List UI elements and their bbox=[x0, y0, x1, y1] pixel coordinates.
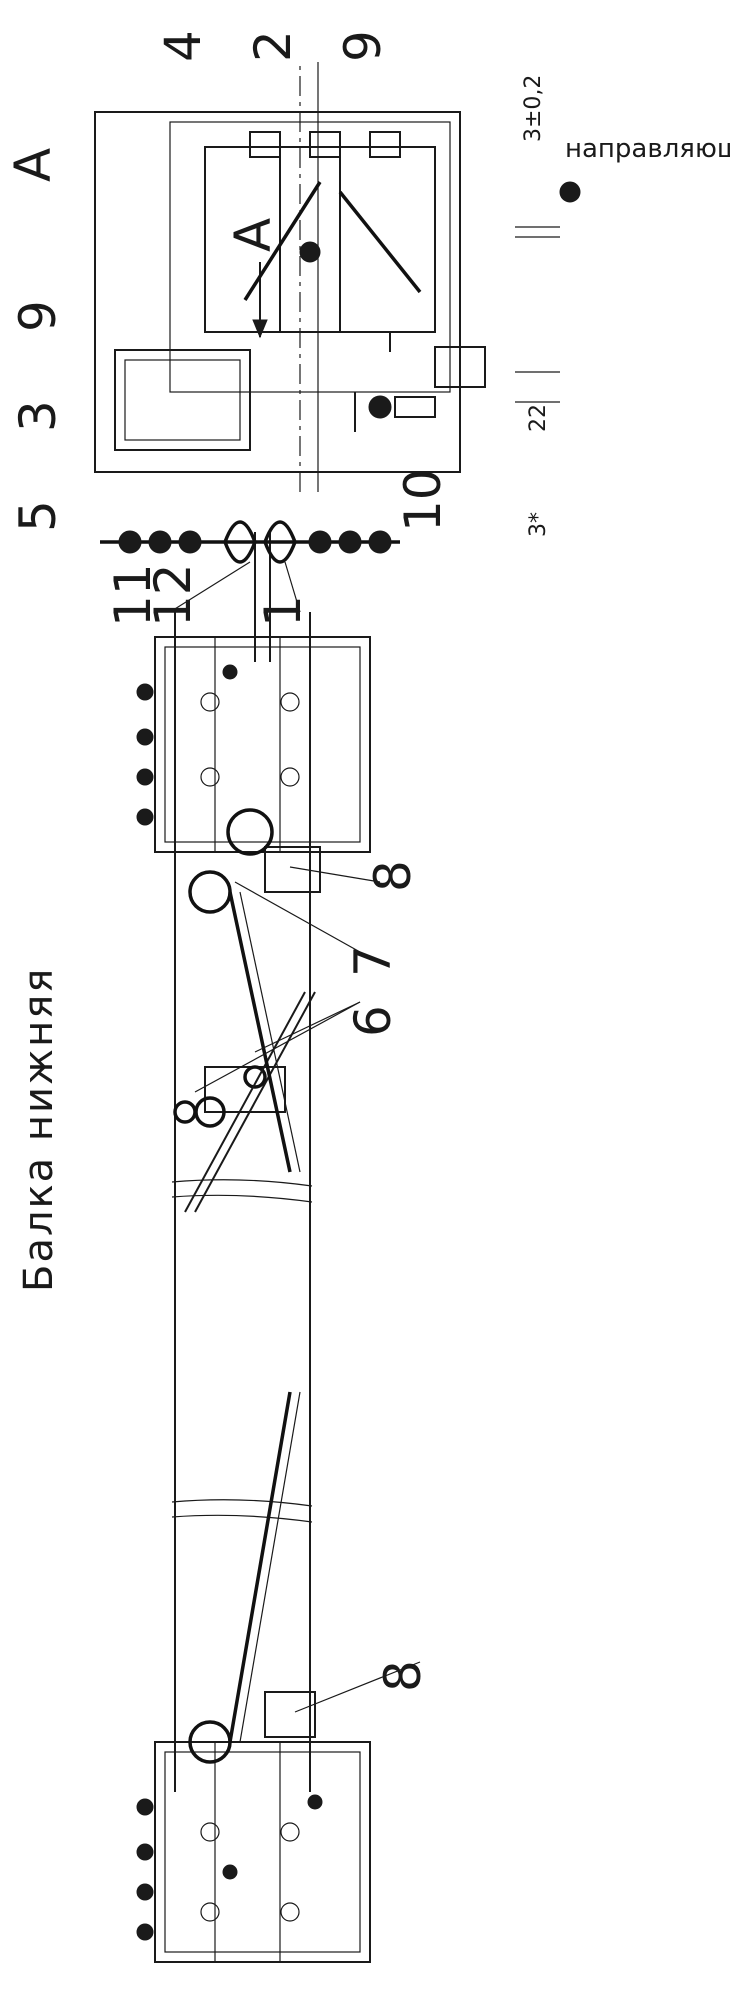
section-label-a: A bbox=[4, 148, 62, 182]
callout-9-left: 9 bbox=[9, 300, 67, 332]
callout-7: 7 bbox=[344, 945, 402, 977]
hole-icon bbox=[200, 1822, 220, 1842]
callout-5: 5 bbox=[9, 500, 67, 532]
dim-3-0-2: 3±0,2 bbox=[521, 75, 546, 142]
hole-icon bbox=[200, 692, 220, 712]
callout-1: 1 bbox=[254, 595, 312, 627]
spring-assembly bbox=[173, 991, 316, 1213]
callout-10: 10 bbox=[394, 468, 452, 532]
callout-6: 6 bbox=[344, 1005, 402, 1037]
bolt-row-right bbox=[136, 683, 154, 826]
hole-icon bbox=[280, 692, 300, 712]
callout-8-left: 8 bbox=[374, 1660, 432, 1692]
section-view-a bbox=[94, 62, 581, 492]
screw-10-icon bbox=[368, 395, 392, 419]
thimble-lower-icon bbox=[263, 520, 297, 564]
hole-icon bbox=[200, 1902, 220, 1922]
callout-9-right: 9 bbox=[334, 30, 392, 62]
dim-3-star: 3* bbox=[526, 512, 551, 537]
leader-lines bbox=[169, 561, 421, 1713]
dimensions: 22 3* 3±0,2 bbox=[515, 75, 560, 537]
screw-9-top-icon bbox=[559, 181, 581, 203]
lower-beam-view bbox=[136, 532, 371, 1963]
callout-11: 11 bbox=[104, 563, 162, 627]
callout-12: 12 bbox=[144, 563, 202, 627]
hole-icon bbox=[200, 767, 220, 787]
callouts: A направляющая 4 2 9 3 9 5 10 11 12 1 6 … bbox=[4, 30, 730, 1692]
drawing-title: Балка нижняя bbox=[16, 967, 62, 1292]
callout-8-right: 8 bbox=[364, 860, 422, 892]
hole-icon bbox=[280, 767, 300, 787]
rope-thimble-assembly bbox=[100, 520, 400, 564]
callout-2: 2 bbox=[244, 30, 302, 62]
bolt-row-left bbox=[136, 1798, 154, 1941]
screw-9-bottom-icon bbox=[299, 241, 321, 263]
guide-label: направляющая bbox=[565, 134, 730, 164]
thimble-upper-icon bbox=[223, 520, 257, 564]
callout-4: 4 bbox=[154, 30, 212, 62]
pulley-right-icon bbox=[188, 870, 232, 914]
callout-3: 3 bbox=[9, 400, 67, 432]
hole-icon bbox=[280, 1822, 300, 1842]
hole-icon bbox=[280, 1902, 300, 1922]
view-arrow-label: A bbox=[224, 218, 282, 252]
dim-22: 22 bbox=[526, 404, 551, 432]
